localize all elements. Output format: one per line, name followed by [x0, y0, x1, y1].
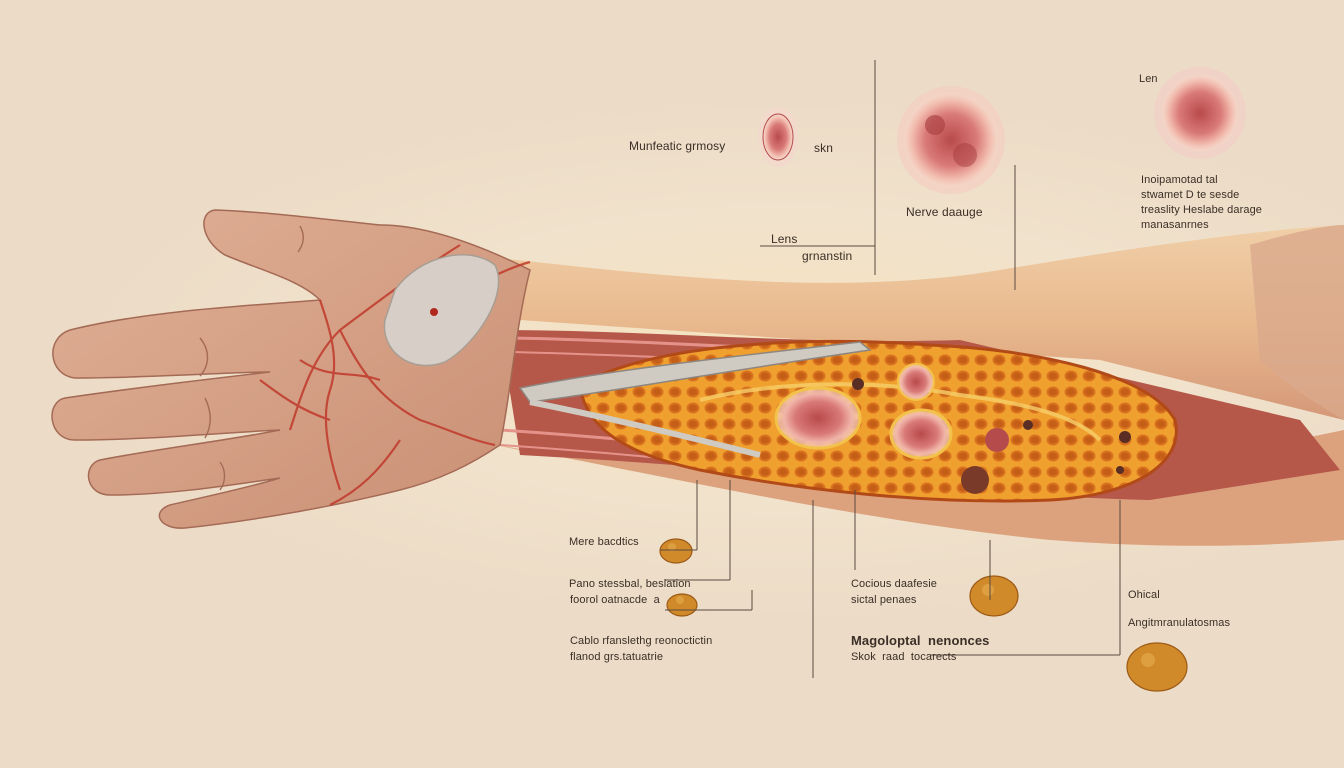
label-cocious-line2: sictal penaes: [851, 594, 917, 606]
granuloma-small: [897, 363, 935, 401]
label-cablo-line2: flanod grs.tatuatrie: [570, 651, 664, 663]
label-cablo-line1: Cablo rfanslethg reonoctictin: [570, 635, 713, 647]
granuloma-large: [774, 386, 862, 450]
skin-cell-icon: [758, 107, 798, 167]
label-cocious-line1: Cocious daafesie: [851, 578, 937, 590]
label-top-left-title: Munfeatic grmosy: [629, 139, 726, 153]
label-mere-bacetics: Mere bacdtics: [569, 536, 639, 548]
forearm-upper-skin: [470, 225, 1344, 420]
nerve-cell-icon: [897, 86, 1005, 194]
label-angit: Angitmranulatosmas: [1128, 617, 1231, 629]
label-skin: skn: [814, 141, 833, 155]
label-lens-mid: Lens: [771, 232, 798, 246]
label-magolo-line2: Skok raad tocarects: [851, 651, 957, 663]
label-ohical: Ohical: [1128, 589, 1160, 601]
granule-3: [969, 575, 1019, 617]
label-nerve-damage: Nerve daauge: [906, 205, 983, 219]
label-right-description: Inoipamotad tal stwamet D te sesde treas…: [1141, 174, 1263, 231]
label-pano-line2: foorol oatnacde a: [570, 594, 660, 606]
label-pano-line1: Pano stessbal, beslation: [569, 578, 691, 590]
label-lens-top-right: Len: [1139, 73, 1158, 85]
lens-cell-icon: [1154, 67, 1246, 159]
nerve: [518, 341, 872, 403]
granuloma-mid: [889, 408, 953, 460]
label-magolo-line1: Magoloptal nenonces: [851, 633, 990, 648]
granule-1: [659, 538, 693, 564]
palm-lesion: [383, 254, 500, 367]
inflamed-tissue: [578, 339, 1178, 503]
leader-lines: [660, 60, 1121, 678]
label-lens-mid-sub: grnanstin: [802, 249, 853, 263]
granule-4: [1126, 642, 1188, 692]
